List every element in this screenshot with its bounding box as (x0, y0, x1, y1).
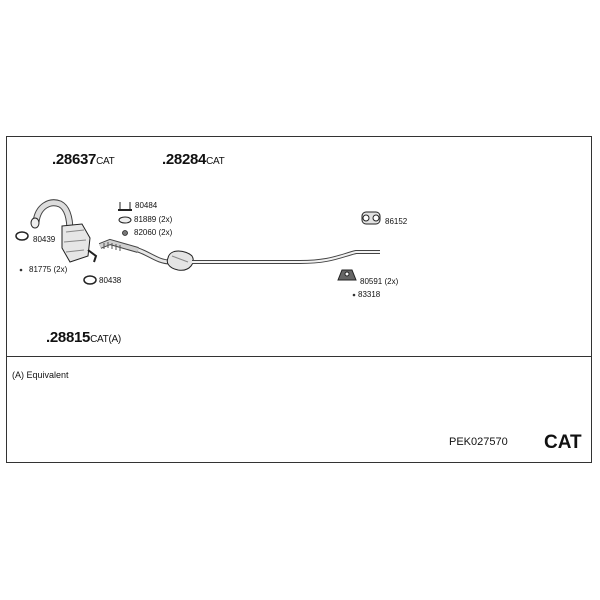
type-label: CAT (544, 432, 582, 453)
assembly-code: .28815 (46, 329, 91, 346)
bolt-83318-drawing (352, 293, 356, 297)
front-pipe-drawing (30, 199, 98, 263)
clamp-80438-drawing (83, 275, 97, 285)
nut-82060-drawing (122, 230, 128, 236)
assembly-code: .28284 (162, 151, 207, 168)
hanger-80484-drawing (118, 202, 132, 211)
part-label-80438: 80438 (99, 276, 122, 285)
part-label-83318: 83318 (358, 290, 381, 299)
assembly-suffix: CAT(A) (90, 334, 121, 345)
legend-divider (6, 356, 592, 357)
reference-number: PEK027570 (449, 436, 508, 448)
legend-text: (A) Equivalent (12, 370, 69, 380)
part-label-81889: 81889 (2x) (134, 215, 173, 224)
part-label-81775: 81775 (2x) (29, 265, 68, 274)
part-label-80591: 80591 (2x) (360, 277, 399, 286)
rubber-mount-86152-drawing (361, 211, 381, 225)
part-label-86152: 86152 (385, 217, 408, 226)
catalytic-converter-drawing (98, 238, 194, 271)
gasket-81889-drawing (118, 216, 132, 224)
assembly-suffix: CAT (206, 156, 225, 167)
hanger-80591-drawing (337, 269, 357, 281)
part-label-82060: 82060 (2x) (134, 228, 173, 237)
part-label-80484: 80484 (135, 201, 158, 210)
gasket-81775-drawing (19, 268, 23, 272)
clamp-80439-drawing (15, 231, 29, 241)
assembly-code-28284: .28284CAT (162, 151, 225, 168)
assembly-suffix: CAT (96, 156, 115, 167)
part-label-80439: 80439 (33, 235, 56, 244)
tail-pipe-drawing (192, 250, 380, 264)
assembly-code-28637: .28637CAT (52, 151, 115, 168)
diagram-frame (6, 136, 592, 463)
assembly-code-28815: .28815CAT(A) (46, 330, 121, 345)
assembly-code: .28637 (52, 151, 97, 168)
